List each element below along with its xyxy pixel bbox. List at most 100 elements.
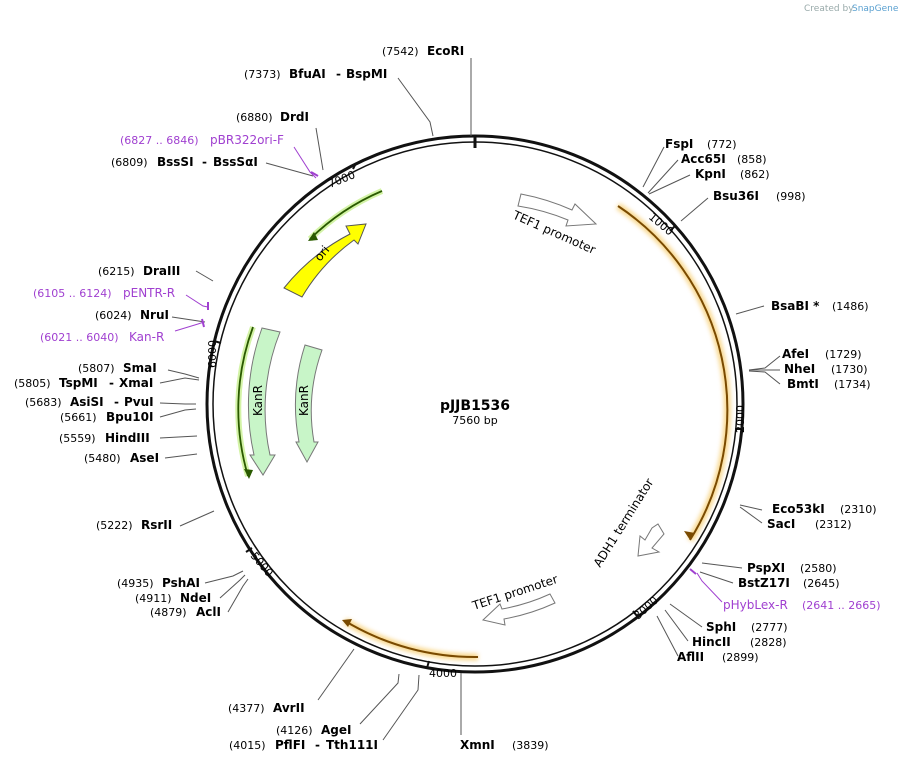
enzyme-pspxi[interactable]: PspXI	[747, 561, 785, 575]
enzyme-asisi[interactable]: AsiSI	[70, 395, 104, 409]
enzyme-rsrii-pos: (5222)	[96, 519, 133, 532]
enzyme-pspxi-pos: (2580)	[800, 562, 837, 575]
enzyme-nrui[interactable]: NruI	[140, 308, 169, 322]
kanr-outer-arrow	[247, 327, 281, 476]
ori-feature-arrow	[283, 223, 367, 298]
enzyme-bfuai-sep: -	[336, 67, 341, 81]
enzyme-nhei-pos: (1730)	[831, 363, 868, 376]
orange-feature-bottom	[344, 620, 479, 659]
enzyme-bmti-pos: (1734)	[834, 378, 871, 391]
enzyme-bfuai-pos: (7373)	[244, 68, 281, 81]
enzyme-acc65i[interactable]: Acc65I	[681, 152, 726, 166]
enzyme-hindiii[interactable]: HindIII	[105, 431, 150, 445]
enzyme-bsu36i-pos: (998)	[776, 190, 806, 203]
tick-marks	[213, 162, 742, 669]
tick-4000-mark	[426, 660, 430, 669]
primer-phyblex-r[interactable]: pHybLex-R	[723, 598, 788, 612]
enzyme-agei[interactable]: AgeI	[321, 723, 351, 737]
enzyme-xmai[interactable]: XmaI	[119, 376, 153, 390]
enzyme-pflfi[interactable]: PflFI	[275, 738, 305, 752]
enzyme-asei[interactable]: AseI	[130, 451, 159, 465]
enzyme-asisi-pos: (5683)	[25, 396, 62, 409]
enzyme-bspmi[interactable]: BspMI	[346, 67, 387, 81]
primer-kan-r[interactable]: Kan-R	[129, 330, 164, 344]
enzyme-labels-right: XmnI (3839) AflII (2899) HincII (2828) S…	[460, 137, 877, 752]
enzyme-hincii[interactable]: HincII	[692, 635, 731, 649]
enzyme-bsssai[interactable]: BssSαI	[213, 155, 258, 169]
green-arc-top-arrowhead	[308, 232, 318, 241]
enzyme-sphi[interactable]: SphI	[706, 620, 736, 634]
kanr-inner-label: KanR	[297, 385, 311, 416]
enzyme-asisi-sep: -	[114, 395, 119, 409]
enzyme-pvui[interactable]: PvuI	[124, 395, 154, 409]
green-primer-arcs	[235, 188, 384, 479]
enzyme-smai[interactable]: SmaI	[123, 361, 157, 375]
orange-feature-right-arrowhead	[684, 531, 695, 540]
enzyme-afei-pos: (1729)	[825, 348, 862, 361]
enzyme-bstz17i[interactable]: BstZ17I	[738, 576, 790, 590]
enzyme-pshai[interactable]: PshAI	[162, 576, 200, 590]
enzyme-xmni-pos: (3839)	[512, 739, 549, 752]
enzyme-bsu36i[interactable]: Bsu36I	[713, 189, 759, 203]
green-arc-left-arrowhead	[244, 469, 253, 479]
enzyme-hindiii-pos: (5559)	[59, 432, 96, 445]
enzyme-draiii[interactable]: DraIII	[143, 264, 180, 278]
enzyme-tspmi-pos: (5805)	[14, 377, 51, 390]
tick-label-2000: 2000	[734, 405, 747, 433]
enzyme-avrii-pos: (4377)	[228, 702, 265, 715]
enzyme-bpu10i[interactable]: Bpu10I	[106, 410, 153, 424]
enzyme-bsssi-sep: -	[202, 155, 207, 169]
enzyme-pflfi-pos: (4015)	[229, 739, 266, 752]
enzyme-bmti[interactable]: BmtI	[787, 377, 819, 391]
primer-kan-r-range: (6021 .. 6040)	[40, 331, 119, 344]
green-arc-left	[237, 326, 254, 477]
enzyme-bpu10i-pos: (5661)	[60, 411, 97, 424]
credit-snapgene-logo: SnapGene	[852, 4, 899, 14]
enzyme-tspmi[interactable]: TspMI	[59, 376, 98, 390]
enzyme-tth111i[interactable]: Tth111I	[326, 738, 378, 752]
enzyme-nhei[interactable]: NheI	[784, 362, 815, 376]
enzyme-smai-pos: (5807)	[78, 362, 115, 375]
tick-7000-mark	[352, 162, 357, 170]
adh1-terminator-label: ADH1 terminator	[591, 476, 657, 570]
enzyme-agei-pos: (4126)	[276, 724, 313, 737]
enzyme-afei[interactable]: AfeI	[782, 347, 809, 361]
primer-pentr-r-range: (6105 .. 6124)	[33, 287, 112, 300]
enzyme-ecori[interactable]: EcoRI	[427, 44, 464, 58]
tick-label-5000: 5000	[248, 550, 276, 580]
enzyme-acli[interactable]: AclI	[196, 605, 221, 619]
primer-pbr322ori-f[interactable]: pBR322ori-F	[210, 133, 284, 147]
enzyme-saci-pos: (2312)	[815, 518, 852, 531]
enzyme-drdi[interactable]: DrdI	[280, 110, 309, 124]
tef1-promoter-bottom-arrow	[481, 593, 556, 626]
enzyme-bsabi[interactable]: BsaBI *	[771, 299, 820, 313]
enzyme-sphi-pos: (2777)	[751, 621, 788, 634]
enzyme-eco53ki-pos: (2310)	[840, 503, 877, 516]
primer-pbr322ori-f-range: (6827 .. 6846)	[120, 134, 199, 147]
enzyme-avrii[interactable]: AvrII	[273, 701, 305, 715]
tef1-promoter-top-arrow	[517, 193, 598, 227]
leader-lines-right	[460, 146, 781, 735]
enzyme-bstz17i-pos: (2645)	[803, 577, 840, 590]
enzyme-acc65i-pos: (858)	[737, 153, 767, 166]
enzyme-aflii[interactable]: AflII	[677, 650, 704, 664]
enzyme-labels-left: (7542) EcoRI (7373) BfuAI - BspMI (6880)…	[14, 44, 464, 752]
enzyme-ndei[interactable]: NdeI	[180, 591, 211, 605]
tick-5000-mark	[245, 547, 253, 553]
enzyme-saci[interactable]: SacI	[767, 517, 795, 531]
tick-label-7000: 7000	[326, 168, 357, 191]
primer-pentr-r[interactable]: pENTR-R	[123, 286, 175, 300]
enzyme-eco53ki[interactable]: Eco53kI	[772, 502, 825, 516]
tick-6000-mark	[213, 340, 222, 344]
enzyme-pshai-pos: (4935)	[117, 577, 154, 590]
enzyme-rsrii[interactable]: RsrII	[141, 518, 172, 532]
enzyme-bfuai[interactable]: BfuAI	[289, 67, 326, 81]
enzyme-kpni[interactable]: KpnI	[695, 167, 726, 181]
leader-lines-left	[159, 58, 472, 741]
enzyme-tspmi-sep: -	[109, 376, 114, 390]
enzyme-bsssi[interactable]: BssSI	[157, 155, 194, 169]
enzyme-fspi[interactable]: FspI	[665, 137, 693, 151]
enzyme-ecori-pos: (7542)	[382, 45, 419, 58]
enzyme-xmni[interactable]: XmnI	[460, 738, 495, 752]
